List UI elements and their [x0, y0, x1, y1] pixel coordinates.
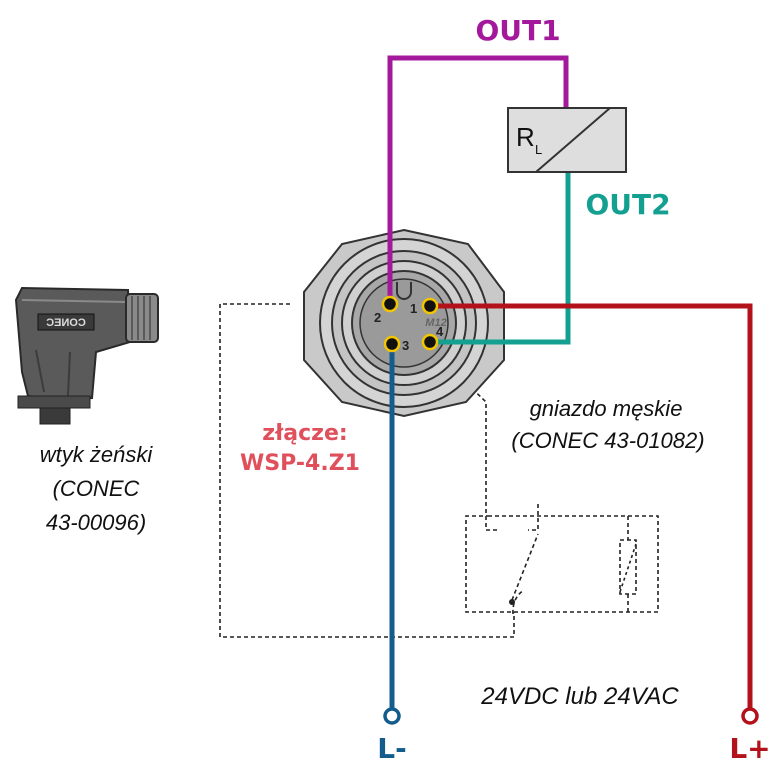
plug-logo: CONEC	[46, 317, 86, 329]
plug-caption-line2: (CONEC	[53, 476, 140, 501]
pin-label-1: 1	[410, 301, 417, 316]
connector-label-line2: WSP-4.Z1	[240, 451, 360, 476]
load-label-sub: L	[535, 142, 542, 157]
label-out1: OUT1	[475, 14, 560, 47]
plug-caption-line3: 43-00096)	[46, 510, 146, 535]
label-out2: OUT2	[585, 188, 670, 221]
pin-label-4: 4	[436, 324, 444, 339]
load-resistor: R L	[507, 107, 627, 173]
terminal-lminus	[383, 707, 401, 725]
pin-label-2: 2	[374, 310, 381, 325]
label-lplus: L+	[729, 732, 770, 765]
wire-lplus	[430, 303, 753, 708]
label-lminus: L-	[377, 732, 406, 765]
terminal-lplus	[741, 707, 759, 725]
pin-3	[383, 335, 401, 353]
socket-marking: M12	[425, 317, 446, 329]
male-socket-image: M12	[303, 228, 505, 418]
pin-1	[421, 297, 439, 315]
socket-caption-line1: gniazdo męskie	[530, 396, 683, 421]
socket-caption-line2: (CONEC 43-01082)	[511, 428, 704, 453]
plug-caption-line1: wtyk żeński	[40, 442, 154, 467]
supply-label: 24VDC lub 24VAC	[480, 683, 679, 710]
pin-4	[421, 333, 439, 351]
pin-2	[381, 295, 399, 313]
connector-outline	[219, 303, 525, 638]
connector-label-line1: złącze:	[262, 421, 347, 446]
wire-out2	[430, 172, 571, 345]
female-plug-image: CONEC	[14, 286, 159, 425]
socket-pins: 1 2 3 4	[374, 295, 444, 353]
load-label: R	[516, 122, 535, 152]
pin-label-3: 3	[402, 338, 409, 353]
wire-out1	[387, 55, 569, 302]
